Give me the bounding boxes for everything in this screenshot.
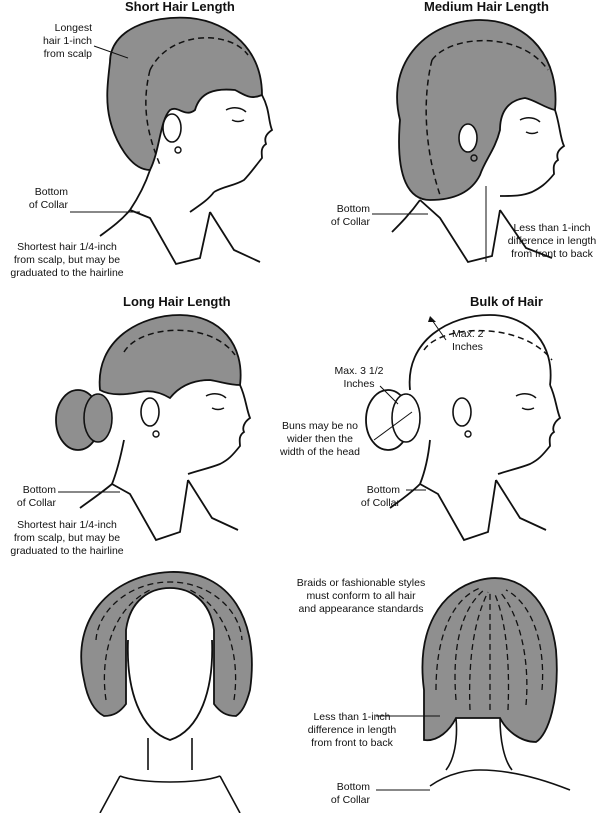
short-hair-figure <box>70 16 274 266</box>
back-view-figure <box>376 577 571 791</box>
bulk-hair-title: Bulk of Hair <box>470 294 543 309</box>
long-hair-figure <box>55 314 252 542</box>
max-2-inches-label: Max. 2 Inches <box>452 328 484 353</box>
medium-hair-title: Medium Hair Length <box>424 0 549 14</box>
long-collar-label: Bottom of Collar <box>16 484 56 509</box>
braids-standards-label: Braids or fashionable styles must confor… <box>296 577 426 615</box>
back-length-difference-label: Less than 1-inch difference in length fr… <box>307 711 397 749</box>
medium-collar-label: Bottom of Collar <box>330 203 370 228</box>
front-view-figure <box>80 571 253 813</box>
medium-hair-figure <box>372 19 566 264</box>
long-shortest-hair-label: Shortest hair 1/4-inch from scalp, but m… <box>10 519 124 557</box>
short-hair-title: Short Hair Length <box>125 0 235 14</box>
back-collar-label: Bottom of Collar <box>330 781 370 806</box>
longest-hair-label: Longest hair 1-inch from scalp <box>42 22 92 60</box>
short-shortest-hair-label: Shortest hair 1/4-inch from scalp, but m… <box>10 241 124 279</box>
bulk-collar-label: Bottom of Collar <box>360 484 400 509</box>
max-3-5-inches-label: Max. 3 1/2 Inches <box>334 365 384 390</box>
long-hair-title: Long Hair Length <box>123 294 231 309</box>
medium-length-difference-label: Less than 1-inch difference in length fr… <box>507 222 597 260</box>
short-collar-label: Bottom of Collar <box>28 186 68 211</box>
bulk-hair-figure <box>365 314 562 542</box>
buns-width-label: Buns may be no wider then the width of t… <box>280 420 360 458</box>
